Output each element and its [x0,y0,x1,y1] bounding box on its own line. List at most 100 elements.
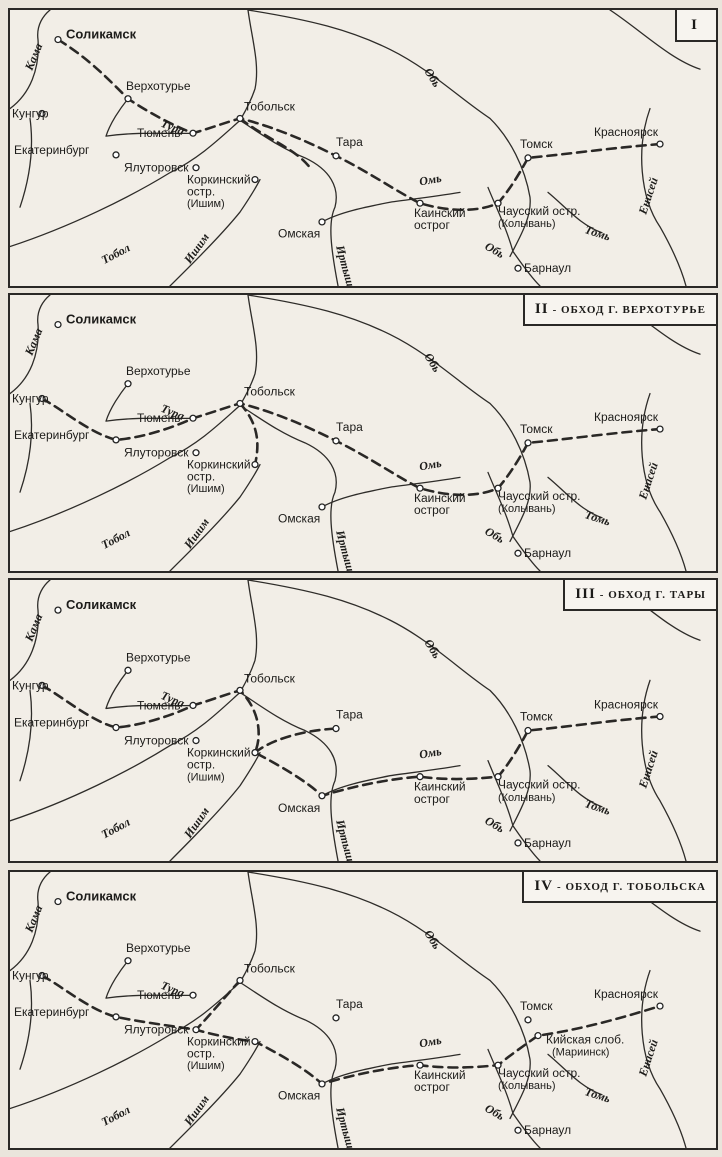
panel-caption-text: - ОБХОД Г. ТАРЫ [599,589,706,601]
town-label-korkinsky_3: (Ишим) [187,483,225,495]
panel-numeral: III [575,586,596,602]
route-branch-0 [238,402,259,466]
river-line-9 [547,191,603,234]
town-label-chaussky_2: (Колывань) [498,792,555,804]
river-label-enisei: Енисей [635,460,661,502]
town-label-tobolsk: Тобольск [244,385,296,399]
town-label-verkhoturye: Верхотурье [126,79,191,93]
town-label-chaussky_1: Чаусский остр. [498,778,581,792]
river-line-6 [321,191,461,223]
panel-caption: IV- ОБХОД Г. ТОБОЛЬСКА [522,872,716,903]
town-marker-kungur [38,109,46,118]
river-line-1 [239,295,258,407]
river-line-7 [105,669,196,710]
river-line-7 [105,960,196,999]
town-label-korkinsky_2: остр. [187,184,215,198]
panel-numeral: IV [534,878,554,894]
town-marker-verkhoturye [124,666,132,674]
town-label-tobolsk: Тобольск [244,100,296,114]
town-marker-kainsky [416,484,424,492]
town-label-kungur: Кунгур [12,969,49,983]
river-line-2 [247,295,531,543]
river-line-2 [247,580,531,832]
town-marker-kainsky [416,199,424,207]
river-line-6 [321,1053,461,1085]
town-marker-kungur [38,394,46,403]
river-line-0 [10,10,51,110]
town-label-yalutorovsk: Ялуторовск [124,446,189,460]
river-label-tom: Томь [583,222,613,243]
town-label-kainsky_2: острог [414,792,450,806]
town-label-krasnoyarsk: Красноярск [594,410,659,424]
river-label-ob_north: Обь [421,636,444,661]
town-label-ekaterinburg: Екатеринбург [14,143,89,157]
town-label-chaussky_2: (Колывань) [498,503,556,515]
town-marker-tara [332,1014,340,1022]
river-line-12 [19,117,33,208]
route-line [40,684,662,798]
town-label-barnaul: Барнаул [524,546,571,560]
town-label-korkinsky_1: Коркинский [187,746,251,760]
town-marker-ekaterinburg [112,723,120,732]
town-marker-yalutorovsk [192,736,200,745]
river-line-11 [641,107,687,286]
town-marker-solikamsk [54,35,62,44]
town-label-tara: Тара [336,135,363,149]
town-label-chaussky_2: (Колывань) [498,218,556,230]
town-marker-tomsk [524,154,532,162]
town-label-tomsk: Томск [520,999,553,1013]
town-marker-tyumen [189,129,197,137]
town-marker-verkhoturye [124,957,132,965]
river-label-ob_south: Обь [482,239,507,261]
town-label-kiiskaya_1: Кийская слоб. [546,1033,624,1047]
river-line-9 [547,765,603,808]
town-label-korkinsky_3: (Ишим) [187,198,225,210]
route-branch-0 [238,117,312,169]
river-line-2 [247,10,531,258]
town-marker-tara [332,152,340,160]
town-label-tara: Тара [336,997,363,1011]
town-marker-kungur [38,681,46,690]
town-marker-omskaya [318,218,326,226]
town-marker-krasnoyarsk [656,1002,664,1010]
town-label-kungur: Кунгур [12,392,49,406]
town-label-tyumen: Тюмень [137,126,180,140]
river-label-om: Омь [418,1033,443,1051]
town-label-korkinsky_3: (Ишим) [187,1060,225,1072]
town-label-yalutorovsk: Ялуторовск [124,734,189,748]
town-label-kainsky_1: Каинский [414,780,466,794]
river-line-6 [321,476,461,508]
town-marker-korkinsky [251,175,259,184]
town-marker-krasnoyarsk [656,712,664,721]
town-marker-verkhoturye [124,380,132,388]
town-label-tyumen: Тюмень [137,411,180,425]
town-label-chaussky_1: Чаусский остр. [498,1066,581,1080]
route-line [56,38,662,212]
town-label-chaussky_2: (Колывань) [498,1080,556,1092]
town-label-omskaya: Омская [278,512,320,526]
town-marker-chaussky [494,199,502,207]
town-label-korkinsky_1: Коркинский [187,173,251,187]
town-label-korkinsky_1: Коркинский [187,458,251,472]
river-label-tobol: Тобол [99,241,133,267]
panel-caption: I [675,10,716,42]
town-label-ekaterinburg: Екатеринбург [14,1005,89,1019]
panel-caption-text: - ОБХОД Г. ВЕРХОТУРЬЕ [552,304,706,316]
river-line-9 [547,476,603,519]
river-label-kama: Кама [21,326,45,358]
town-label-korkinsky_1: Коркинский [187,1035,251,1049]
river-line-3 [10,119,241,248]
river-line-11 [641,969,687,1148]
town-marker-tara [332,724,340,733]
town-marker-solikamsk [54,320,62,329]
river-line-3 [10,691,241,822]
town-label-barnaul: Барнаул [524,836,571,850]
river-label-ob_north: Обь [421,927,444,952]
town-label-tobolsk: Тобольск [244,962,296,976]
town-marker-tara [332,437,340,445]
river-line-7 [105,383,196,422]
town-label-kungur: Кунгур [12,107,49,121]
